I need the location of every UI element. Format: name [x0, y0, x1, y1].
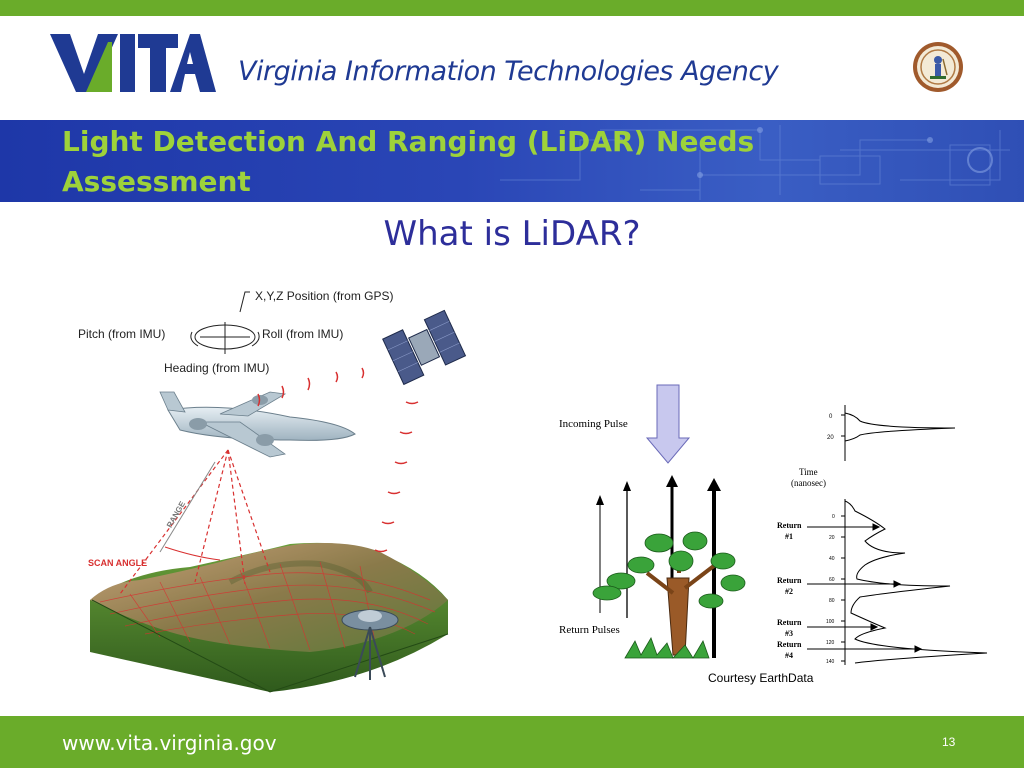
gps-satellite-icon	[382, 309, 467, 386]
tree-icon	[592, 531, 746, 659]
airborne-lidar-illustration: SCAN ANGLE RANGE X,Y,Z Position (from GP…	[78, 289, 467, 693]
slide-title: Light Detection And Ranging (LiDAR) Need…	[62, 122, 802, 202]
scan-lines	[119, 449, 271, 595]
circuit-pattern-background	[500, 125, 1010, 200]
bottom-tick-40: 40	[829, 556, 835, 562]
incoming-pulse-arrow	[645, 384, 691, 464]
gps-label: X,Y,Z Position (from GPS)	[255, 289, 394, 303]
return-2-number: #2	[785, 587, 793, 596]
return-waveform-plot: 0 20 40 60 80 100 120 140	[807, 499, 988, 665]
bottom-tick-20: 20	[829, 535, 835, 541]
footer-url-link[interactable]: www.vita.virginia.gov	[62, 731, 277, 755]
time-label: Time	[799, 467, 818, 477]
heading-label: Heading (from IMU)	[164, 361, 269, 375]
image-credit: Courtesy EarthData	[708, 671, 814, 685]
waveform-returns-diagram: Incoming Pulse Return Pulses	[559, 384, 988, 665]
return-1-number: #1	[785, 532, 793, 541]
scan-angle-label: SCAN ANGLE	[88, 558, 147, 568]
title-band	[0, 120, 1024, 202]
bottom-tick-0: 0	[832, 514, 835, 520]
ground-station-icon	[341, 609, 399, 680]
roll-label: Roll (from IMU)	[262, 327, 343, 341]
time-unit-label: (nanosec)	[791, 478, 826, 488]
return-4-number: #4	[785, 651, 793, 660]
page-number: 13	[942, 735, 956, 749]
bottom-tick-120: 120	[826, 640, 835, 646]
footer-bar	[0, 716, 1024, 768]
slide-title-line2: Assessment	[62, 165, 251, 198]
slide-subtitle: What is LiDAR?	[383, 214, 641, 254]
imu-axes-diagram	[190, 291, 260, 354]
pitch-label: Pitch (from IMU)	[78, 327, 165, 341]
bottom-tick-60: 60	[829, 577, 835, 583]
return-3-label: Return	[777, 618, 802, 627]
header-logo-row: Virginia Information Technologies Agency	[0, 16, 1024, 120]
incoming-pulse-label: Incoming Pulse	[559, 418, 628, 430]
bottom-tick-80: 80	[829, 598, 835, 604]
bottom-tick-100: 100	[826, 619, 835, 625]
return-labels: Return #1 Return #2 Return #3 Return #4	[777, 521, 802, 660]
return-1-label: Return	[777, 521, 802, 530]
airplane-icon	[159, 391, 356, 458]
bottom-tick-140: 140	[826, 659, 835, 665]
agency-name: Virginia Information Technologies Agency	[238, 56, 779, 87]
return-3-number: #3	[785, 629, 793, 638]
virginia-seal-icon	[913, 42, 963, 92]
top-accent-bar	[0, 0, 1024, 16]
slide-title-line1: Light Detection And Ranging (LiDAR) Need…	[62, 125, 755, 158]
scan-angle-arc	[164, 546, 221, 561]
return-pulses-label: Return Pulses	[559, 624, 620, 636]
top-tick-0: 0	[829, 414, 833, 420]
signal-arcs	[257, 367, 419, 553]
vita-logo	[50, 34, 216, 92]
range-line	[159, 461, 216, 553]
return-2-label: Return	[777, 576, 802, 585]
return-4-label: Return	[777, 640, 802, 649]
top-tick-20: 20	[827, 435, 834, 441]
incoming-waveform-plot: 0 20	[827, 405, 956, 461]
